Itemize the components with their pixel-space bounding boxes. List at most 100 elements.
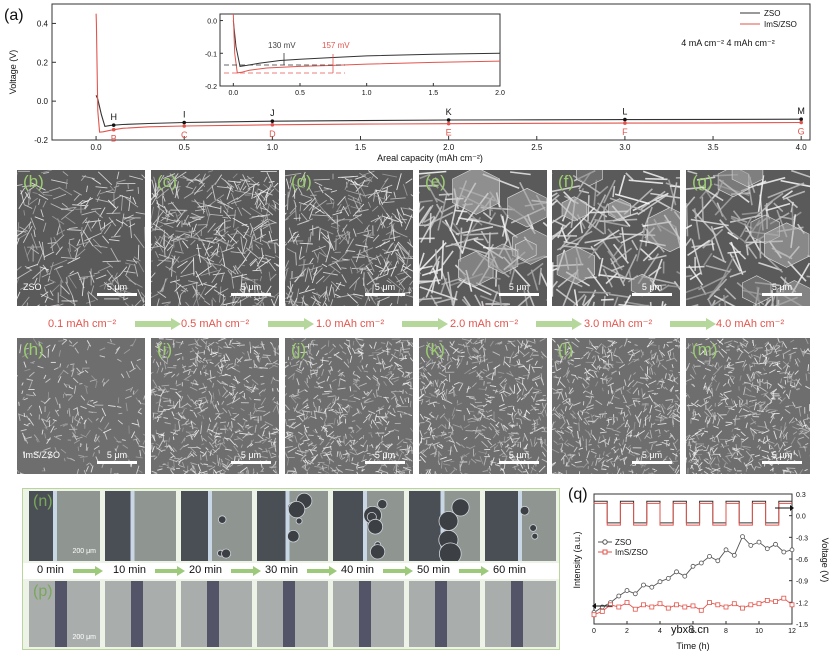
- capacity-step: 0.5 mAh cm⁻²: [181, 317, 249, 330]
- sem-flake: [687, 203, 688, 236]
- sem-flake: [484, 381, 485, 386]
- sem-flake: [542, 441, 543, 445]
- sem-flake: [494, 447, 495, 450]
- scale-bar: 5 μm: [499, 450, 539, 464]
- x-tick-label: 0.0: [91, 143, 103, 152]
- y-tick-label: 0.0: [37, 97, 49, 106]
- sem-flake: [733, 419, 740, 420]
- sem-image-f: (f)5 μm: [552, 170, 680, 306]
- sem-flake: [702, 197, 703, 222]
- sem-flake: [103, 261, 121, 262]
- scale-bar: 5 μm: [632, 282, 672, 296]
- sem-flake: [535, 409, 540, 410]
- sem-flake: [67, 277, 68, 283]
- legend-ims: ImS/ZSO: [764, 20, 797, 29]
- sem-flake: [328, 357, 332, 358]
- sem-flake: [376, 471, 380, 472]
- sem-flake: [579, 423, 580, 432]
- sem-image-g: (g)5 μm: [686, 170, 810, 306]
- x-tick-label: 4.0: [796, 143, 808, 152]
- inset-y-tick-label: 0.0: [207, 19, 217, 26]
- sem-flake: [262, 435, 265, 436]
- sem-flake: [508, 341, 512, 342]
- sem-flake: [457, 360, 461, 361]
- sem-flake: [626, 437, 627, 442]
- sem-flake: [735, 420, 736, 426]
- scale-bar-line: [632, 461, 672, 464]
- sem-flake: [675, 391, 678, 392]
- x-tick-label: 2.0: [443, 143, 455, 152]
- scale-bar-line: [632, 293, 672, 296]
- scale-bar-line: [499, 461, 539, 464]
- sem-flake: [118, 413, 122, 414]
- sem-flake: [337, 451, 338, 457]
- sem-flake: [153, 413, 154, 418]
- sem-letter: (d): [291, 172, 312, 192]
- point-label-ims: C: [181, 130, 188, 140]
- progress-arrow: [536, 318, 582, 330]
- sem-flake: [351, 440, 356, 441]
- sem-flake: [378, 472, 382, 473]
- sem-flake: [504, 437, 505, 441]
- sem-flake: [386, 427, 387, 430]
- point-zso: [799, 117, 803, 121]
- inset-frame: [220, 14, 500, 86]
- sem-flake: [138, 187, 139, 194]
- point-zso: [623, 118, 627, 122]
- sem-flake: [508, 434, 512, 435]
- sem-flake: [275, 243, 276, 254]
- sem-letter: (k): [425, 340, 445, 360]
- y-tick-label: -0.2: [34, 136, 48, 145]
- scale-bar-label: 5 μm: [499, 282, 539, 292]
- scale-bar-label: 5 μm: [97, 450, 137, 460]
- scale-bar-line: [499, 293, 539, 296]
- sem-image-k: (k) 5 μm: [419, 338, 547, 474]
- sem-flake: [540, 400, 547, 401]
- sem-flake: [58, 341, 64, 342]
- scale-bar-label: 5 μm: [97, 282, 137, 292]
- sem-image-e: (e)5 μm: [419, 170, 547, 306]
- x-axis-label: Areal capacity (mAh cm⁻²): [377, 153, 483, 163]
- sem-flake: [432, 454, 437, 455]
- point-label-zso: H: [110, 112, 117, 122]
- sem-flake: [728, 368, 734, 369]
- sem-flake: [439, 194, 453, 195]
- capacity-step: 4.0 mAh cm⁻²: [716, 317, 784, 330]
- scale-bar: 5 μm: [762, 282, 802, 296]
- point-label-ims: E: [446, 128, 452, 138]
- sem-image-i: (i)5 μm: [151, 338, 279, 474]
- sem-flake: [466, 431, 474, 432]
- sem-flake: [479, 379, 483, 380]
- sem-flake: [403, 383, 409, 384]
- scale-bar-line: [97, 293, 137, 296]
- sem-flake: [761, 402, 766, 403]
- sem-flake: [624, 413, 625, 417]
- progress-arrow: [402, 318, 448, 330]
- sem-flake: [218, 348, 219, 353]
- sem-flake: [412, 447, 413, 454]
- point-ims: [112, 128, 116, 132]
- arrow-shape: [268, 318, 314, 330]
- capacity-step: 2.0 mAh cm⁻²: [450, 317, 518, 330]
- scale-bar-label: 5 μm: [231, 282, 271, 292]
- sem-flake: [217, 455, 218, 463]
- scale-bar-line: [365, 293, 405, 296]
- point-zso: [182, 121, 186, 125]
- point-label-zso: I: [183, 110, 186, 120]
- sem-flake: [314, 179, 330, 180]
- sem-flake: [610, 461, 616, 462]
- sem-letter: (j): [291, 340, 306, 360]
- sem-image-c: (c)5 μm: [151, 170, 279, 306]
- sem-flake: [174, 220, 180, 221]
- sem-flake: [485, 338, 486, 342]
- sem-flake: [198, 225, 207, 226]
- scale-bar-label: 5 μm: [231, 450, 271, 460]
- sem-flake: [410, 401, 411, 407]
- sem-flake: [429, 399, 430, 404]
- scale-bar: 5 μm: [365, 282, 405, 296]
- sem-flake: [160, 362, 161, 365]
- scale-bar: 5 μm: [632, 450, 672, 464]
